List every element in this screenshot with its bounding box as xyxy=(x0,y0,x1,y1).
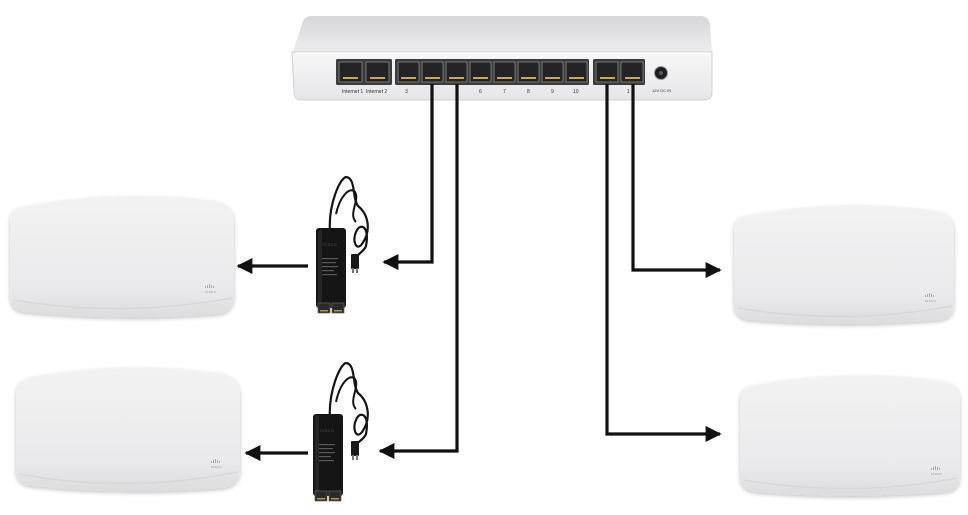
injector-1-brand: CISCO xyxy=(323,242,337,247)
port-label-poe: 1 xyxy=(627,89,630,95)
cable-port5-to-injector-2 xyxy=(378,84,459,459)
poe-injector-2: CISCO xyxy=(313,361,369,502)
ap-2-logo: cisco xyxy=(211,459,222,469)
injector-2-poe-port[interactable] xyxy=(328,490,342,502)
access-point-lower-right xyxy=(740,375,960,496)
injector-1-label-lines xyxy=(322,258,338,276)
ap-3-logo: cisco xyxy=(925,293,936,303)
cable-poe-to-ap-upper-right xyxy=(631,84,722,278)
lan-port-block xyxy=(395,59,589,85)
ap-1-logo: cisco xyxy=(205,284,216,294)
injector-1-body xyxy=(316,228,346,308)
access-point-upper-left xyxy=(10,196,234,318)
network-switch: Internet 1 Internet 2 3 6 7 8 9 10 1 12V… xyxy=(291,16,713,101)
injector-1-power-cord xyxy=(328,175,369,263)
injector-1-poe-port[interactable] xyxy=(331,302,345,314)
cisco-logo-icon xyxy=(211,459,220,463)
cisco-logo-icon xyxy=(931,466,940,470)
port-label-internet-2: Internet 2 xyxy=(366,89,387,95)
port-label-internet-1: Internet 1 xyxy=(342,89,363,95)
power-label: 12V DC IN xyxy=(652,88,671,93)
cisco-logo-icon xyxy=(205,284,214,288)
switch-top-surface xyxy=(292,16,712,54)
ap-4-logo-text: cisco xyxy=(931,471,942,476)
port-label-9: 9 xyxy=(551,89,554,95)
access-point-upper-right xyxy=(734,205,954,324)
cable-poe-to-ap-lower-right xyxy=(605,84,722,442)
cables xyxy=(236,84,722,461)
injector-2-brand: CISCO xyxy=(320,428,334,433)
port-label-6: 6 xyxy=(479,89,482,95)
injector-2-body xyxy=(313,414,343,496)
port-label-3: 3 xyxy=(405,89,408,95)
injector-2-data-port[interactable] xyxy=(314,490,328,502)
injector-2-plug xyxy=(351,441,359,456)
access-point-lower-left xyxy=(16,367,240,492)
injector-2-label-lines xyxy=(319,444,335,462)
injector-2-power-cord xyxy=(328,361,369,449)
port-label-10: 10 xyxy=(573,89,579,95)
ap-4-logo: cisco xyxy=(931,466,942,476)
cable-port4-to-injector-1 xyxy=(382,84,434,270)
port-label-7: 7 xyxy=(503,89,506,95)
port-pins xyxy=(343,77,640,79)
ap-3-logo-text: cisco xyxy=(925,298,936,303)
ap-1-logo-text: cisco xyxy=(205,289,216,294)
injector-1-plug xyxy=(351,254,359,269)
cisco-logo-icon xyxy=(925,293,934,297)
poe-injector-1: CISCO xyxy=(316,175,369,314)
port-label-8: 8 xyxy=(527,89,530,95)
ap-2-logo-text: cisco xyxy=(211,464,222,469)
injector-1-data-port[interactable] xyxy=(317,302,331,314)
